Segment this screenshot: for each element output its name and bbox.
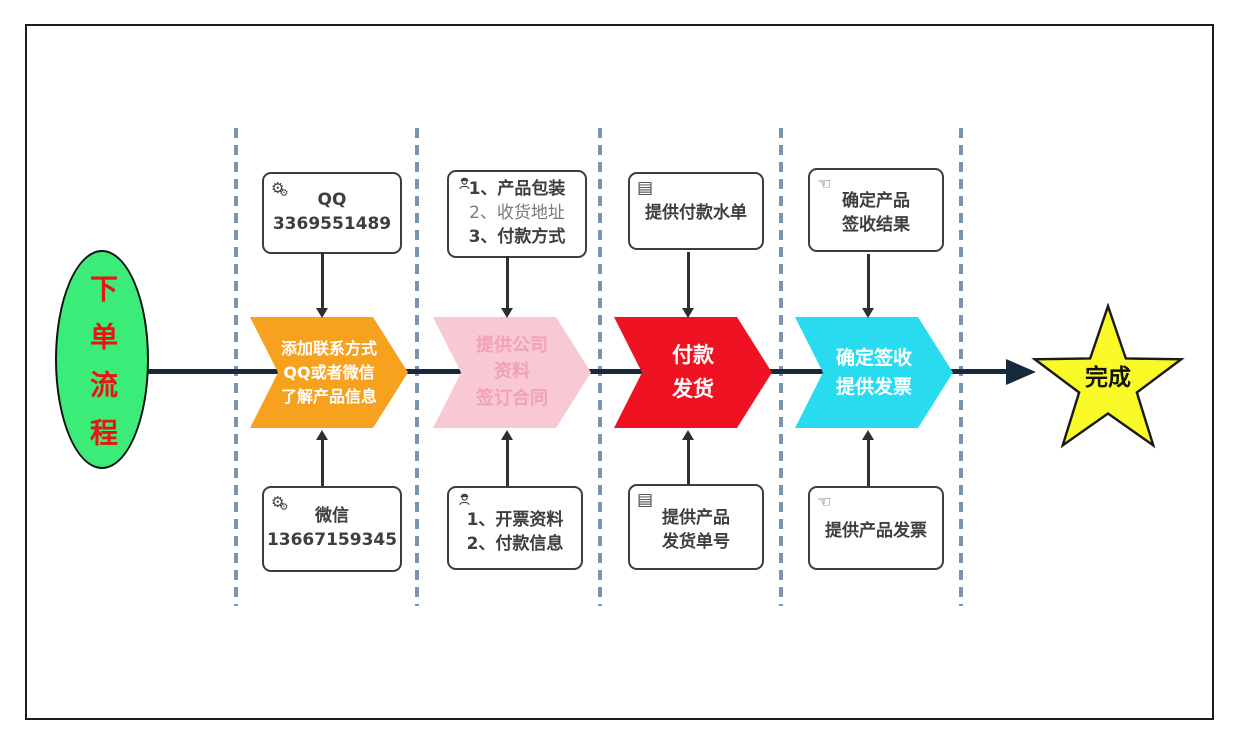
stage-divider-2 <box>415 128 419 606</box>
stage4-bottom-connector <box>867 438 870 486</box>
note-line: 提供产品发票 <box>825 521 927 542</box>
stage4-top-arrowhead <box>862 308 874 318</box>
stage1-bottom-connector <box>321 438 324 486</box>
stage4-top-note[interactable]: ☜ 确定产品 签收结果 <box>808 168 944 252</box>
table-icon: ▤ <box>637 178 654 198</box>
stage1-top-arrowhead <box>316 308 328 318</box>
stage2-top-connector <box>506 256 509 310</box>
main-flow-arrowhead <box>1006 359 1036 385</box>
stage3-bottom-connector <box>687 438 690 484</box>
chevron-label-line: 添加联系方式 <box>280 338 377 358</box>
chevron-label-line: 提供公司 <box>476 335 548 357</box>
worker-icon <box>456 175 473 200</box>
outer-border <box>25 24 1214 720</box>
start-node-ellipse[interactable]: 下单流程 <box>55 250 149 469</box>
chevron-label-line: 签订合同 <box>476 387 548 409</box>
stage3-top-note[interactable]: ▤ 提供付款水单 <box>628 172 764 250</box>
gears-icon: ⚙⚙ <box>271 179 289 199</box>
chevron-label-line: QQ或者微信 <box>283 362 375 382</box>
note-line: 3369551489 <box>272 214 392 234</box>
stage2-bottom-note[interactable]: 1、开票资料 2、付款信息 <box>447 486 583 570</box>
note-line: 2、付款信息 <box>466 534 564 554</box>
note-line: 提供付款水单 <box>645 203 747 224</box>
note-line: 1、开票资料 <box>466 510 564 531</box>
hand-icon: ☜ <box>817 492 832 511</box>
note-line: 2、收货地址 <box>469 203 565 224</box>
chevron-label-line: 提供发票 <box>835 375 912 398</box>
note-line: 1、产品包装 <box>468 179 566 200</box>
table-icon: ▤ <box>637 490 654 510</box>
stage1-bottom-note[interactable]: ⚙⚙ 微信 13667159345 <box>262 486 402 572</box>
chevron-label-line: 付款 <box>672 342 714 367</box>
start-node-label: 下单流程 <box>86 273 119 466</box>
note-line: 微信 <box>315 506 349 527</box>
finish-star-label: 完成 <box>1085 365 1131 391</box>
note-line: 提供产品 <box>662 508 730 529</box>
stage3-top-connector <box>687 252 690 310</box>
stage2-bottom-arrowhead <box>501 430 513 440</box>
stage4-top-connector <box>867 254 870 310</box>
note-line: 3、付款方式 <box>468 226 566 247</box>
note-line: 13667159345 <box>266 530 398 550</box>
hand-icon: ☜ <box>817 174 832 193</box>
stage3-bottom-note[interactable]: ▤ 提供产品 发货单号 <box>628 484 764 570</box>
stage1-bottom-arrowhead <box>316 430 328 440</box>
finish-star[interactable] <box>1029 302 1187 451</box>
gears-icon: ⚙⚙ <box>271 493 289 513</box>
stage4-bottom-note[interactable]: ☜ 提供产品发票 <box>808 486 944 570</box>
stage1-top-note[interactable]: ⚙⚙ QQ 3369551489 <box>262 172 402 254</box>
chevron-label-line: 确定签收 <box>835 347 912 369</box>
stage2-bottom-connector <box>506 438 509 486</box>
stage1-top-connector <box>321 252 324 310</box>
stage-divider-5 <box>959 128 963 606</box>
stage2-top-arrowhead <box>501 308 513 318</box>
stage-divider-3 <box>598 128 602 606</box>
stage-divider-4 <box>779 128 783 606</box>
note-line: 确定产品 <box>842 191 910 212</box>
stage3-top-arrowhead <box>682 308 694 318</box>
chevron-label-line: 发货 <box>672 376 714 401</box>
worker-icon <box>456 491 473 516</box>
note-line: 发货单号 <box>662 532 730 552</box>
stage4-bottom-arrowhead <box>862 430 874 440</box>
note-line: QQ <box>317 190 347 211</box>
stage3-bottom-arrowhead <box>682 430 694 440</box>
stage-divider-1 <box>234 128 238 606</box>
chevron-label-line: 了解产品信息 <box>280 386 377 406</box>
note-line: 签收结果 <box>842 215 910 235</box>
stage2-top-note[interactable]: 1、产品包装 2、收货地址 3、付款方式 <box>447 170 587 258</box>
chevron-label-line: 资料 <box>494 361 530 383</box>
